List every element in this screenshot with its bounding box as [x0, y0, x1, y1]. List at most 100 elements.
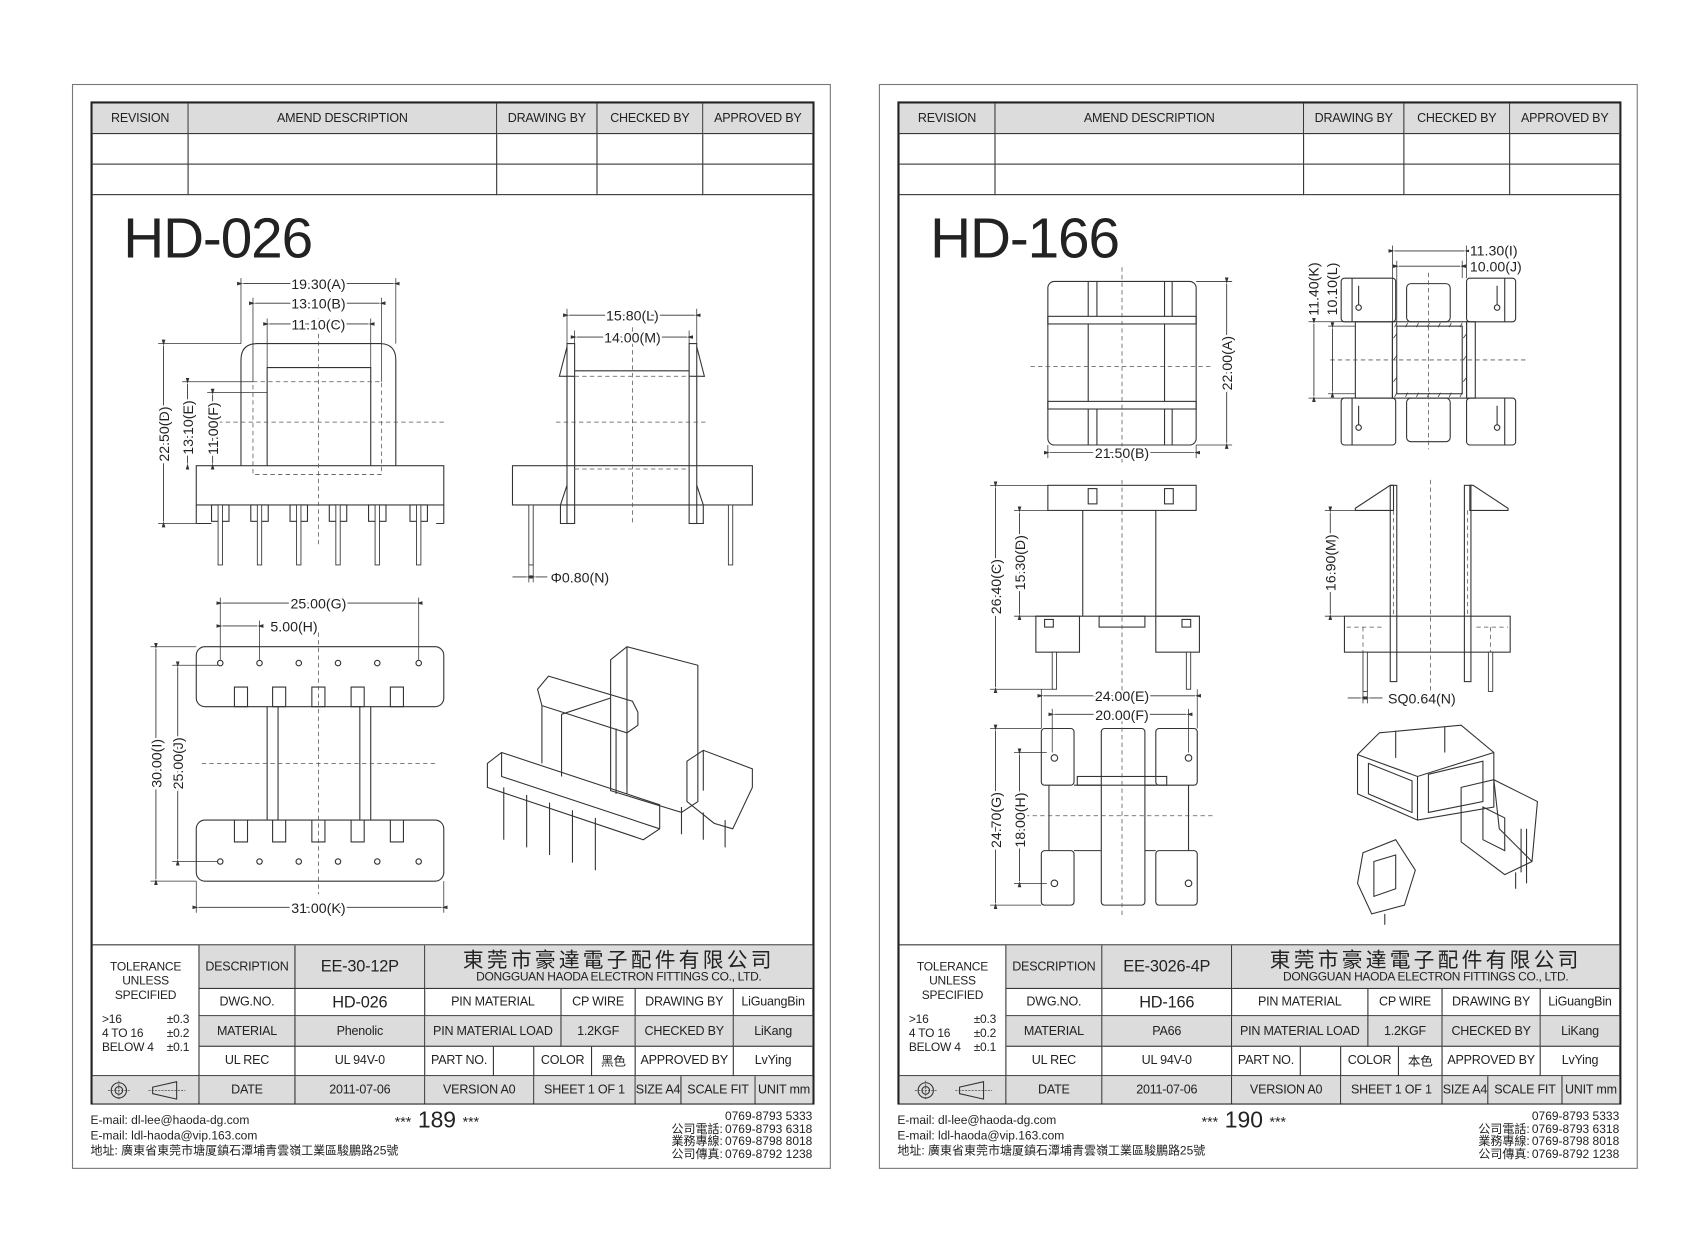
checked-by-header: CHECKED BY — [597, 103, 704, 135]
color-value: 黑色 — [592, 1046, 636, 1077]
first-angle-cone-icon — [147, 1080, 185, 1100]
amend-description-header: AMEND DESCRIPTION — [995, 103, 1305, 135]
part-title: HD-026 — [123, 207, 313, 271]
revision-cell — [188, 134, 498, 165]
approved-by-label: APPROVED BY — [1442, 1046, 1541, 1077]
pin-material-value: CP WIRE — [561, 988, 636, 1017]
pin-load-label: PIN MATERIAL LOAD — [1232, 1016, 1369, 1047]
material-label: MATERIAL — [1006, 1016, 1103, 1047]
first-angle-circle-icon — [107, 1080, 130, 1100]
address: 地址: 廣東省東莞市塘厦鎮石潭埔青雲嶺工業區駿鵬路25號 — [90, 1144, 399, 1159]
page-number-stars: *** — [1269, 1112, 1287, 1130]
unit: UNIT mm — [1562, 1076, 1620, 1104]
tolerance-heading: TOLERANCE — [916, 960, 989, 974]
description-label: DESCRIPTION — [199, 945, 296, 989]
page-number-value: 189 — [417, 1107, 457, 1133]
revision-cell — [995, 134, 1305, 165]
description-value: EE-3026-4P — [1102, 945, 1233, 989]
sheet: SHEET 1 OF 1 — [534, 1076, 636, 1104]
email-1: E-mail: dl-lee@haoda-dg.com — [897, 1114, 1057, 1128]
material-value: Phenolic — [295, 1016, 426, 1047]
sales-phone: 0769-8798 8018 — [1531, 1135, 1620, 1149]
tolerance-heading: SPECIFIED — [114, 988, 177, 1003]
checked-by-label: CHECKED BY — [635, 1016, 734, 1047]
tolerance-cell: TOLERANCE UNLESS SPECIFIED >16±0.3 4 TO … — [899, 945, 1007, 1077]
tolerance-heading: TOLERANCE — [109, 960, 182, 974]
drawing-by-value: LiGuangBin — [1540, 989, 1620, 1017]
revision-cell — [92, 134, 189, 165]
tolerance-row: 4 TO 16±0.2 — [909, 1027, 996, 1041]
ul-rec-value: UL 94V-0 — [1102, 1046, 1233, 1077]
checked-by-value: LiKang — [1540, 1016, 1620, 1047]
company-name-en: DONGGUAN HAODA ELECTRON FITTINGS CO., LT… — [476, 969, 762, 983]
tolerance-row: BELOW 4±0.1 — [909, 1041, 996, 1055]
company-name: 東莞市豪達電子配件有限公司 DONGGUAN HAODA ELECTRON FI… — [425, 945, 813, 989]
revision-cell — [1404, 164, 1511, 196]
dwg-no-label: DWG.NO. — [199, 988, 296, 1017]
revision-header: REVISION — [92, 103, 189, 135]
tolerance-value: ±0.3 — [166, 1012, 190, 1027]
drawing-sheet: REVISION AMEND DESCRIPTION DRAWING BY CH… — [71, 83, 831, 1169]
date-value: 2011-07-06 — [1102, 1076, 1233, 1104]
tolerance-range: BELOW 4 — [908, 1041, 961, 1055]
revision-cell — [1304, 134, 1405, 165]
tolerance-value: ±0.2 — [973, 1027, 997, 1041]
date-label: DATE — [199, 1076, 296, 1104]
company-name-en: DONGGUAN HAODA ELECTRON FITTINGS CO., LT… — [1283, 969, 1569, 983]
amend-description-header: AMEND DESCRIPTION — [188, 103, 498, 135]
phone-2: 0769-8793 6318 — [724, 1122, 813, 1136]
email-1: E-mail: dl-lee@haoda-dg.com — [90, 1114, 250, 1128]
tolerance-row: BELOW 4±0.1 — [102, 1041, 189, 1055]
part-no-label: PART NO. — [425, 1046, 494, 1077]
revision-cell — [188, 164, 498, 196]
version: VERSION A0 — [425, 1076, 535, 1104]
sales-label: 業務專線: — [671, 1135, 723, 1149]
first-angle-circle-icon — [914, 1080, 937, 1100]
page-number-stars: *** — [462, 1112, 480, 1130]
dwg-no-label: DWG.NO. — [1006, 988, 1103, 1017]
first-angle-cone-icon — [954, 1080, 992, 1100]
approved-by-header: APPROVED BY — [703, 103, 813, 135]
drawing-by-header: DRAWING BY — [497, 103, 598, 135]
title-block: TOLERANCE UNLESS SPECIFIED >16±0.3 4 TO … — [899, 944, 1620, 1104]
phone-label: 公司電話: — [671, 1122, 723, 1136]
email-2: E-mail: ldl-haoda@vip.163.com — [90, 1129, 258, 1143]
phone-1: 0769-8793 5333 — [724, 1110, 813, 1124]
revision-cell — [1304, 164, 1405, 196]
approved-by-value: LvYing — [733, 1047, 813, 1077]
projection-symbol — [92, 1076, 200, 1104]
part-no-value — [493, 1046, 535, 1077]
address: 地址: 廣東省東莞市塘厦鎮石潭埔青雲嶺工業區駿鵬路25號 — [897, 1144, 1206, 1159]
pin-load-value: 1.2KGF — [561, 1016, 636, 1047]
drawing-by-label: DRAWING BY — [1442, 988, 1541, 1017]
revision-cell — [703, 165, 813, 196]
approved-by-label: APPROVED BY — [635, 1046, 734, 1077]
date-label: DATE — [1006, 1076, 1103, 1104]
revision-cell — [995, 164, 1305, 196]
dwg-no-value: HD-026 — [295, 988, 426, 1017]
company-name-cn: 東莞市豪達電子配件有限公司 — [462, 949, 775, 973]
footer-contact: E-mail: dl-lee@haoda-dg.com E-mail: ldl-… — [897, 1113, 1205, 1159]
sales-phone: 0769-8798 8018 — [724, 1135, 813, 1149]
part-no-label: PART NO. — [1232, 1046, 1301, 1077]
revision-cell — [597, 134, 704, 165]
sheet: SHEET 1 OF 1 — [1341, 1076, 1443, 1104]
company-name-cn: 東莞市豪達電子配件有限公司 — [1269, 949, 1582, 973]
description-value: EE-30-12P — [295, 945, 426, 989]
ul-rec-value: UL 94V-0 — [295, 1046, 426, 1077]
material-value: PA66 — [1102, 1016, 1233, 1047]
revision-cell — [497, 134, 598, 165]
revision-cell — [1510, 134, 1620, 165]
tolerance-value: ±0.3 — [973, 1012, 997, 1027]
pin-load-label: PIN MATERIAL LOAD — [425, 1016, 562, 1047]
tolerance-cell: TOLERANCE UNLESS SPECIFIED >16±0.3 4 TO … — [92, 945, 200, 1077]
part-title: HD-166 — [930, 207, 1120, 271]
title-block: TOLERANCE UNLESS SPECIFIED >16±0.3 4 TO … — [92, 944, 813, 1104]
part-no-value — [1300, 1046, 1342, 1077]
drawing-by-header: DRAWING BY — [1304, 103, 1405, 135]
drawing-by-label: DRAWING BY — [635, 988, 734, 1017]
color-label: COLOR — [1341, 1046, 1399, 1077]
tolerance-value: ±0.2 — [166, 1027, 190, 1041]
